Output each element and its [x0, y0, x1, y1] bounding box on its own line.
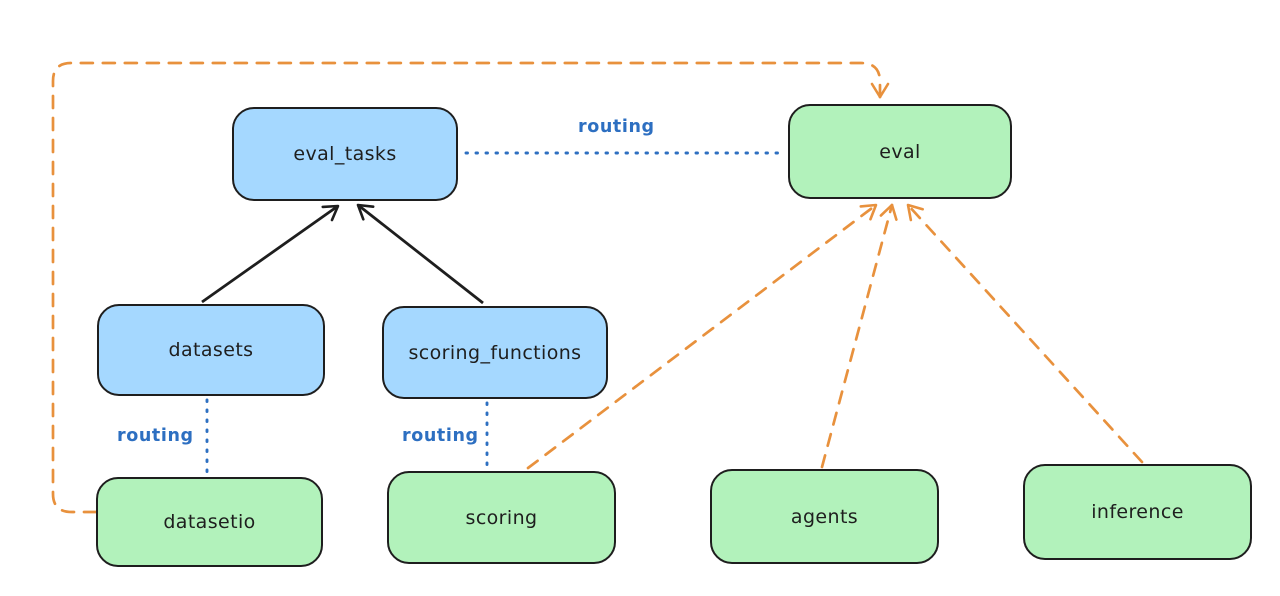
node-datasets: datasets — [97, 304, 325, 396]
arrow-scoring-to-eval — [526, 203, 878, 470]
node-label: scoring — [465, 506, 538, 529]
node-label: eval_tasks — [293, 143, 397, 165]
arrow-datasetio-to-eval-around-top — [51, 61, 890, 514]
routing-label-scoring-functions-scoring: routing — [402, 426, 479, 446]
arrow-datasets-to-eval-tasks — [201, 204, 340, 304]
node-label: agents — [790, 505, 859, 528]
node-label: datasets — [168, 339, 254, 361]
node-scoring: scoring — [387, 471, 616, 564]
node-eval-tasks: eval_tasks — [232, 107, 458, 201]
node-label: eval — [879, 140, 921, 163]
node-label: datasetio — [163, 511, 256, 533]
node-label: inference — [1091, 501, 1184, 523]
routing-label-datasets-datasetio: routing — [117, 426, 194, 446]
node-datasetio: datasetio — [96, 477, 323, 567]
routing-label-eval-tasks-eval: routing — [578, 117, 655, 137]
node-label: scoring_functions — [408, 341, 582, 364]
node-scoring-functions: scoring_functions — [382, 306, 608, 399]
node-inference: inference — [1023, 464, 1252, 560]
arrow-agents-to-eval — [820, 203, 898, 469]
arrow-inference-to-eval — [906, 203, 1144, 464]
arrow-scoring-functions-to-eval-tasks — [356, 203, 484, 305]
node-agents: agents — [710, 469, 939, 564]
node-eval: eval — [788, 104, 1012, 199]
